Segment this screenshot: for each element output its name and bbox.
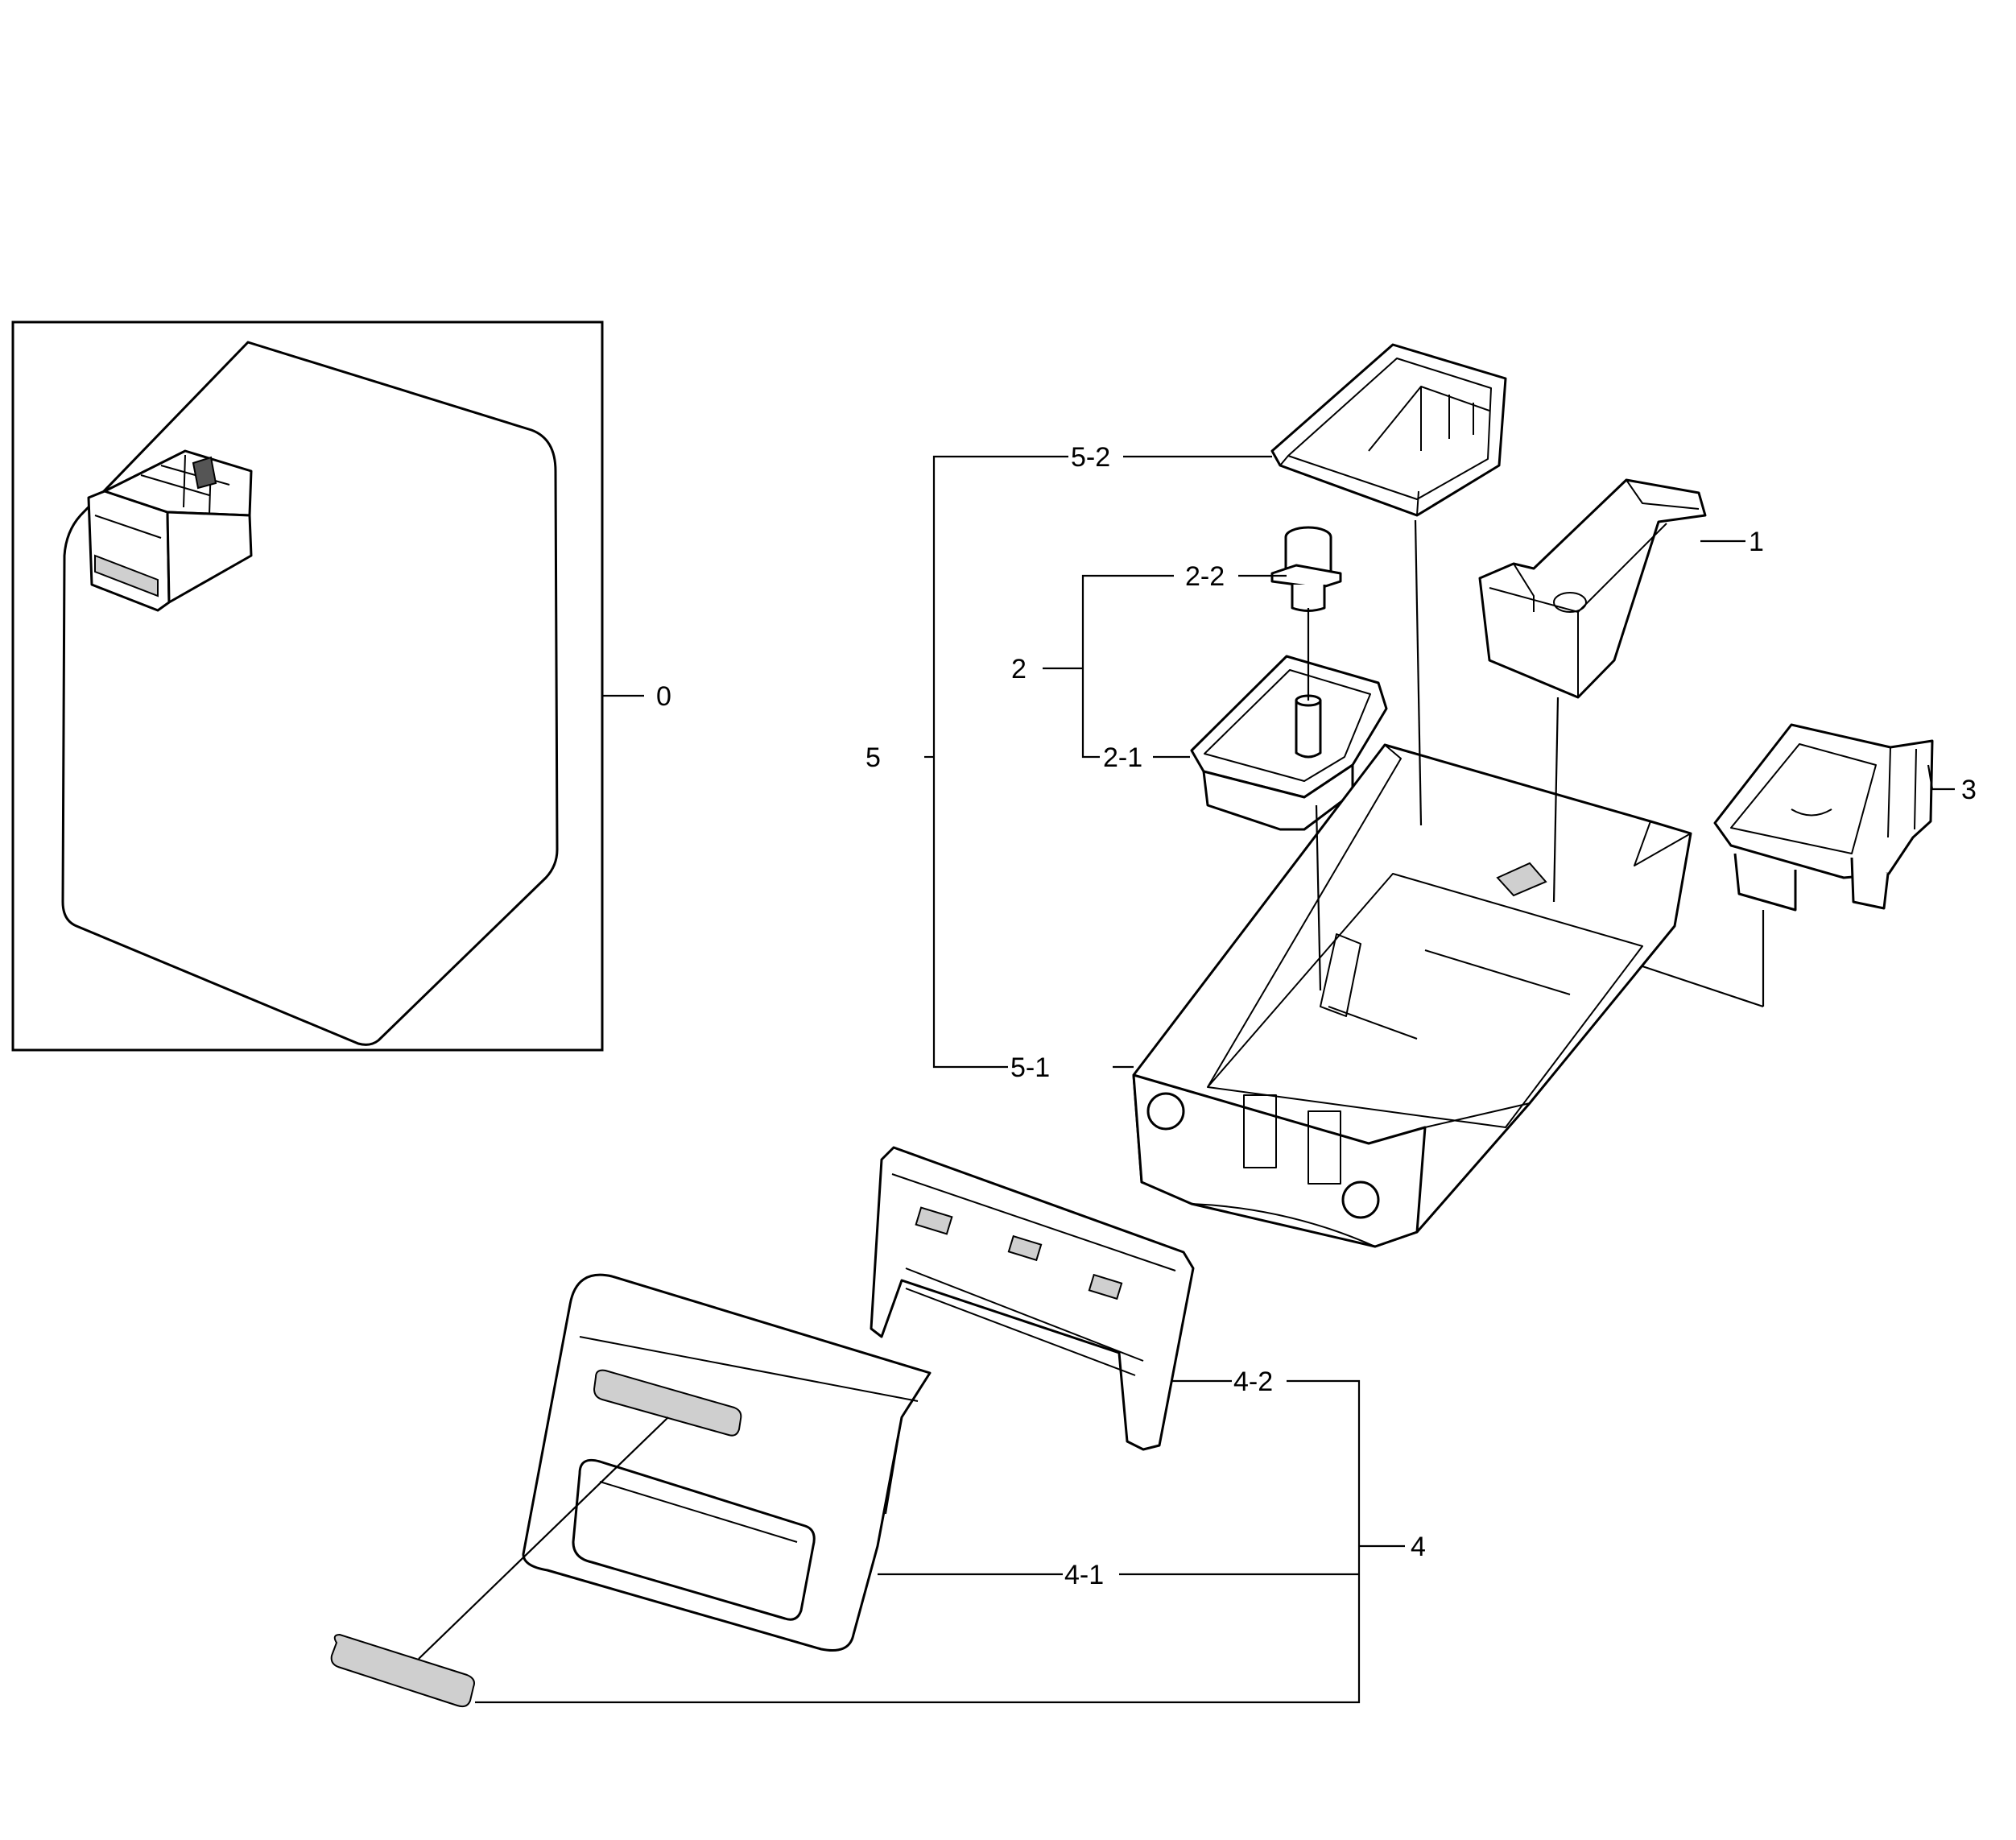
part-1-detergent-box: [1478, 478, 1707, 699]
callout-4-2: 4-2: [1233, 1367, 1273, 1397]
callout-4: 4: [1411, 1532, 1426, 1562]
callout-5-2: 5-2: [1071, 442, 1110, 473]
leader-lines: [418, 455, 1955, 1704]
callout-5: 5: [865, 742, 881, 773]
callout-0: 0: [656, 681, 671, 712]
callout-labels: 0 1 2 2-1 2-2 3 4 4-1 4-2 5 5-1 5-2: [656, 442, 1977, 1590]
part-4-1-front-cover: [522, 1273, 932, 1652]
part-2-2-siphon-cap: [1270, 526, 1342, 612]
part-5-2-tray: [1270, 343, 1507, 517]
mini-drawer-assembly: [87, 449, 253, 612]
cabinet-outline: [61, 341, 559, 1046]
part-2-1-small-cup: [1190, 608, 1388, 831]
callout-1: 1: [1749, 527, 1764, 557]
callout-2-2: 2-2: [1185, 561, 1225, 592]
callout-4-1: 4-1: [1064, 1560, 1104, 1590]
part-4-2-inner-panel: [870, 1146, 1195, 1451]
callout-5-1: 5-1: [1010, 1052, 1050, 1083]
label-strip: [330, 1633, 475, 1708]
part-5-1-drawer-housing: [1132, 743, 1692, 1248]
assembly-overview-box: [11, 320, 644, 1052]
callout-2: 2: [1011, 654, 1027, 684]
callout-2-1: 2-1: [1103, 742, 1142, 773]
part-3-right-cup: [1713, 723, 1934, 912]
callout-3: 3: [1961, 775, 1977, 805]
overview-frame: [11, 320, 604, 1052]
